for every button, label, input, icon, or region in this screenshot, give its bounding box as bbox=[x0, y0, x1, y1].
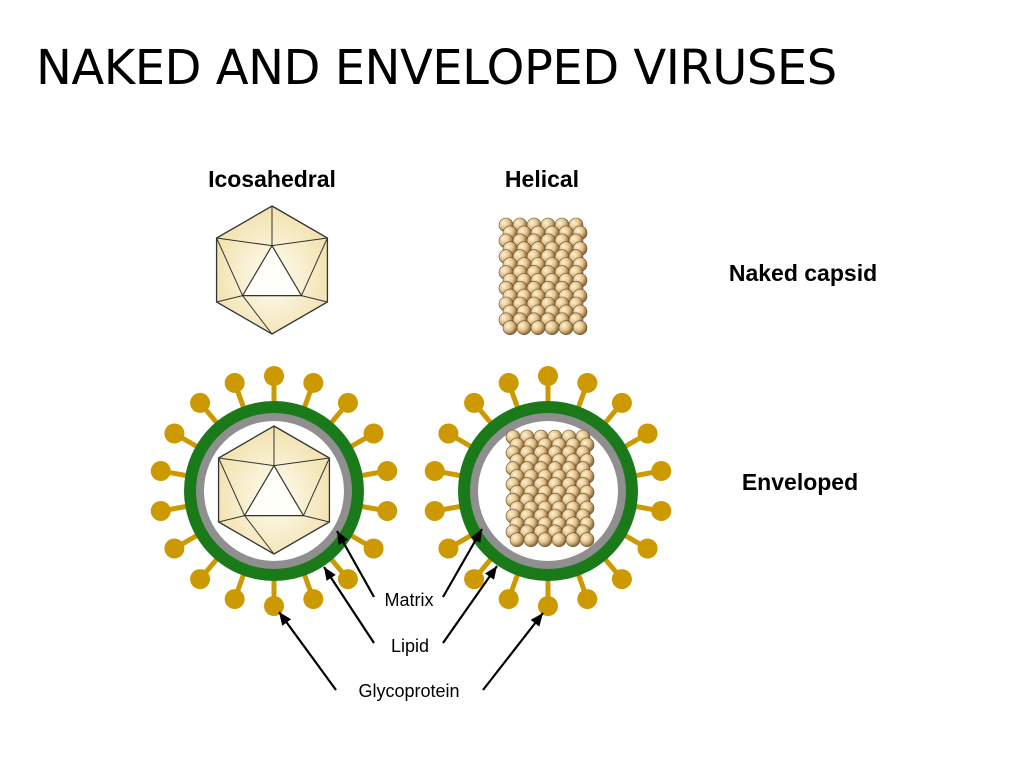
callout-arrows bbox=[278, 528, 544, 691]
capsid-subunit bbox=[565, 532, 581, 548]
capsid-subunit bbox=[558, 320, 574, 336]
capsid-subunit bbox=[544, 320, 560, 336]
glycoprotein-knob bbox=[150, 500, 171, 521]
glycoprotein-knob bbox=[438, 538, 459, 559]
arrow-head bbox=[337, 531, 349, 546]
glycoprotein-knob bbox=[538, 366, 558, 386]
arrow-head bbox=[530, 613, 543, 627]
arrow-head bbox=[324, 567, 336, 581]
label-enveloped: Enveloped bbox=[742, 469, 858, 495]
glycoprotein-knob bbox=[637, 538, 658, 559]
glycoprotein-knob bbox=[224, 589, 245, 610]
glycoprotein-knob bbox=[150, 461, 171, 482]
glycoprotein-knob bbox=[498, 372, 519, 393]
glycoprotein-knob bbox=[224, 372, 245, 393]
glycoprotein-knob bbox=[377, 461, 398, 482]
arrow-head bbox=[279, 612, 292, 626]
glycoprotein-knob bbox=[424, 500, 445, 521]
glycoprotein-knob bbox=[498, 589, 519, 610]
naked-icosahedral-capsid bbox=[215, 205, 329, 335]
glycoprotein-knob bbox=[637, 423, 658, 444]
capsid-subunit bbox=[579, 532, 595, 548]
label-matrix: Matrix bbox=[385, 590, 434, 610]
arrow-head bbox=[485, 566, 497, 580]
glycoprotein-knob bbox=[424, 461, 445, 482]
capsid-subunit bbox=[537, 532, 553, 548]
naked-helical-capsid bbox=[498, 217, 588, 336]
capsid-subunit bbox=[530, 320, 546, 336]
glycoprotein-knob bbox=[164, 423, 185, 444]
enveloped-helical-capsid bbox=[505, 429, 595, 548]
glycoprotein-spikes bbox=[150, 366, 398, 616]
label-lipid: Lipid bbox=[391, 636, 429, 656]
page-title: NAKED AND ENVELOPED VIRUSES bbox=[36, 40, 837, 96]
glycoprotein-knob bbox=[377, 500, 398, 521]
glycoprotein-knob bbox=[363, 538, 384, 559]
glycoprotein-knob bbox=[190, 392, 211, 413]
glycoprotein-knob bbox=[611, 392, 632, 413]
capsid-facet bbox=[243, 464, 305, 517]
enveloped-helical-virus bbox=[424, 366, 672, 616]
glycoprotein-knob bbox=[303, 589, 324, 610]
glycoprotein-knob bbox=[303, 372, 324, 393]
enveloped-icosahedral-capsid bbox=[217, 425, 331, 555]
arrow-head bbox=[470, 529, 482, 544]
glycoprotein-knob bbox=[337, 392, 358, 413]
capsid-subunit bbox=[502, 320, 518, 336]
glycoprotein-knob bbox=[611, 569, 632, 590]
capsid-subunit bbox=[523, 532, 539, 548]
glycoprotein-knob bbox=[464, 392, 485, 413]
glycoprotein-knob bbox=[190, 569, 211, 590]
glycoprotein-knob bbox=[438, 423, 459, 444]
capsid-subunit bbox=[509, 532, 525, 548]
glycoprotein-knob bbox=[464, 569, 485, 590]
label-helical: Helical bbox=[505, 166, 579, 192]
glycoprotein-knob bbox=[363, 423, 384, 444]
glycoprotein-knob bbox=[651, 461, 672, 482]
glycoprotein-knob bbox=[164, 538, 185, 559]
capsid-subunit bbox=[516, 320, 532, 336]
glycoprotein-knob bbox=[264, 596, 284, 616]
glycoprotein-knob bbox=[651, 500, 672, 521]
capsid-subunit bbox=[551, 532, 567, 548]
enveloped-icosahedral-virus bbox=[150, 366, 398, 616]
glycoprotein-knob bbox=[577, 372, 598, 393]
glycoprotein-knob bbox=[577, 589, 598, 610]
glycoprotein-knob bbox=[337, 569, 358, 590]
capsid-facet bbox=[241, 244, 303, 297]
label-icosahedral: Icosahedral bbox=[208, 166, 336, 192]
label-naked-capsid: Naked capsid bbox=[729, 260, 877, 286]
label-glycoprotein: Glycoprotein bbox=[358, 681, 459, 701]
capsid-subunit bbox=[572, 320, 588, 336]
glycoprotein-knob bbox=[264, 366, 284, 386]
glycoprotein-knob bbox=[538, 596, 558, 616]
